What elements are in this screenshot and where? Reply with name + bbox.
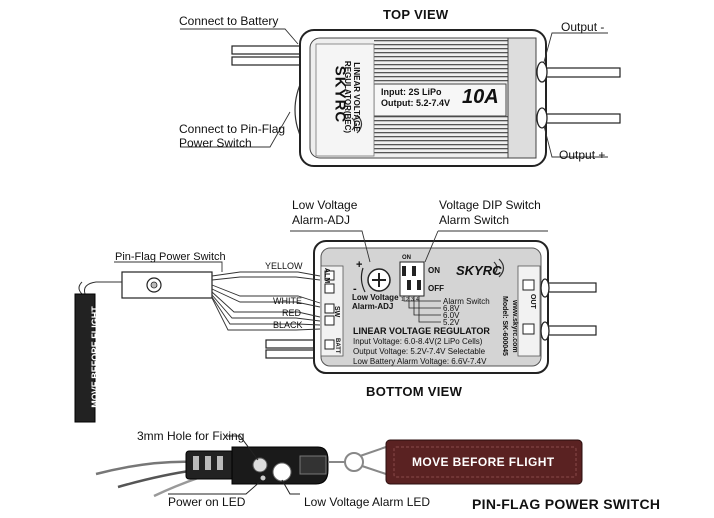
dip-alarm-switch-label: Alarm Switch [443, 297, 490, 306]
spec-title: LINEAR VOLTAGE REGULATOR [353, 326, 490, 336]
port-alm-label: ALM [323, 268, 330, 284]
bottom-view-device [265, 240, 597, 374]
power-led [260, 475, 266, 481]
bottom-battery-wire-2 [265, 349, 319, 359]
brand-panel [315, 43, 375, 157]
spec-alarm: Low Battery Alarm Voltage: 6.6V-7.4V [353, 357, 487, 366]
bottom-output-wire-1 [545, 282, 597, 293]
dip-number-4: 4 [416, 297, 419, 303]
output-plus-wire [545, 113, 621, 124]
wire-black-label: BLACK [273, 320, 303, 330]
port-out-label: OUT [529, 294, 536, 309]
dip-off-label: OFF [428, 284, 444, 293]
dip-number-2: 2 [406, 297, 409, 303]
top-product-name: LINEAR VOLTAGE REGULATOR(BEC) [343, 60, 361, 134]
dip-60v-label: 6.0V [443, 311, 460, 320]
bottom-view-heading: BOTTOM VIEW [366, 384, 463, 399]
alarm-adj-callout: Low Voltage Alarm-ADJ [292, 198, 358, 227]
fixing-hole-label: 3mm Hole for Fixing [137, 429, 245, 443]
signal-icon [351, 117, 356, 131]
dip-number-1: 1 [401, 297, 404, 303]
adj-small-label: Low Voltage Alarm-ADJ [352, 293, 399, 311]
top-view-device [231, 29, 621, 167]
dip-52v-label: 5.2V [443, 318, 460, 327]
model-number: Model: SK-600045 [501, 296, 508, 356]
output-plus-connector [536, 107, 548, 129]
dip-switch-callout: Voltage DIP Switch Alarm Switch [439, 198, 541, 227]
top-callout-lines [180, 28, 608, 158]
top-output-spec: Output: 5.2-7.4V [381, 98, 451, 108]
top-current-rating: 10A [462, 86, 499, 108]
top-view-heading: TOP VIEW [383, 7, 449, 22]
remove-tag-photo [385, 439, 583, 485]
tag-text-bottom: MOVE BEFORE FLIGHT [90, 306, 100, 408]
output-plus-label: Output + [559, 148, 606, 162]
connect-battery-label: Connect to Battery [179, 14, 279, 28]
wire-yellow-label: YELLOW [265, 261, 303, 271]
output-minus-label: Output - [561, 20, 605, 34]
pinflag-photo [95, 439, 583, 498]
heatsink-fins-bottom [374, 116, 508, 156]
port-sw-label: SW [333, 306, 340, 318]
adj-minus-sign: - [353, 283, 357, 295]
dip-on-label: ON [428, 266, 440, 275]
fixing-hole [252, 457, 268, 473]
alarm-led-label: Low Voltage Alarm LED [304, 495, 431, 509]
top-input-spec: Input: 2S LiPo [381, 87, 442, 97]
bottom-callout-lines [114, 230, 548, 272]
alarm-led [272, 462, 292, 482]
battery-wire-1 [231, 45, 301, 55]
dip-on-small: ON [402, 255, 411, 261]
end-cap-right [507, 37, 537, 159]
tag-text-photo: MOVE BEFORE FLIGHT [412, 455, 555, 469]
pinflag-switch-drawing [74, 271, 321, 423]
pinflag-switch-label: Pin-Flag Power Switch [115, 251, 226, 263]
spec-output: Output Voltage: 5.2V-7.4V Selectable [353, 347, 486, 356]
bottom-output-wire-2 [545, 325, 597, 336]
dip-number-3: 3 [411, 297, 414, 303]
remove-tag-bottom [74, 293, 96, 423]
bottom-battery-wire-1 [265, 339, 319, 349]
pinflag-heading: PIN-FLAG POWER SWITCH [472, 496, 661, 512]
spec-input: Input Voltage: 6.0-8.4V(2 LiPo Cells) [353, 337, 483, 346]
top-brand-block: SKYRC LINEAR VOLTAGE REGULATOR(BEC) [318, 50, 362, 150]
port-batt-label: BATT [334, 338, 340, 354]
connect-pinflag-label: Connect to Pin-Flag Power Switch [179, 122, 286, 150]
website-label: www.skyrc.com [511, 300, 518, 353]
adj-plus-sign: + [356, 259, 363, 271]
output-minus-connector [536, 61, 548, 83]
battery-wire-2 [231, 56, 301, 66]
bottom-brand-logo: SKYRC [456, 263, 502, 278]
power-led-label: Power on LED [168, 495, 246, 509]
pinflag-switch-body [121, 271, 213, 299]
wire-white-label: WHITE [273, 296, 302, 306]
photo-callout-lines [168, 435, 300, 495]
wire-red-label: RED [282, 308, 302, 318]
heatsink-fins-top [374, 40, 508, 84]
output-minus-wire [545, 67, 621, 78]
dip-68v-label: 6.8V [443, 304, 460, 313]
